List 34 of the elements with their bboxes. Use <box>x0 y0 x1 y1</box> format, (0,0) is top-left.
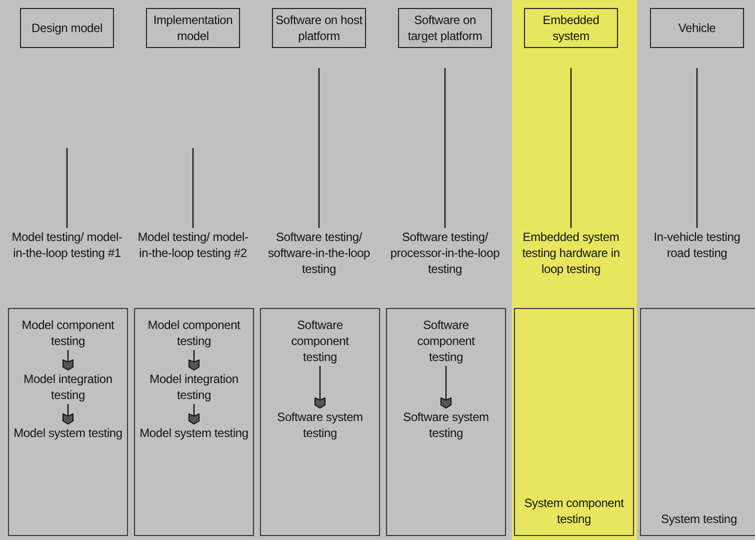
test-level-label: In-vehicle testing road testing <box>641 229 753 261</box>
header-box: Implementation model <box>146 8 240 48</box>
header-box: Embedded system <box>524 8 618 48</box>
test-step-label: Model component testing <box>10 317 126 349</box>
test-level-label: Software testing/ processor-in-the-loop testing <box>389 229 501 277</box>
header-box: Vehicle <box>650 8 744 48</box>
header-box: Software on host platform <box>272 8 366 48</box>
test-step-label: Software system testing <box>262 409 378 441</box>
test-step-label: Software system testing <box>388 409 504 441</box>
leader-line <box>192 148 194 228</box>
header-box: Design model <box>20 8 114 48</box>
stage-panel: System testing <box>640 308 755 536</box>
test-step-label: Model system testing <box>10 425 126 441</box>
test-level-label: Model testing/ model-in-the-loop testing #2 <box>137 229 249 261</box>
test-step-label: Model system testing <box>136 425 252 441</box>
leader-line <box>318 68 320 228</box>
test-step-label: Software component testing <box>275 317 365 365</box>
test-step-label: Model integration testing <box>10 371 126 403</box>
test-level-label: Software testing/ software-in-the-loop testing <box>263 229 375 277</box>
header-box: Software on target platform <box>398 8 492 48</box>
stage-panel <box>8 308 128 536</box>
test-step-label: Model component testing <box>136 317 252 349</box>
test-step-label: Software component testing <box>401 317 491 365</box>
leader-line <box>696 68 698 228</box>
stage-panel <box>134 308 254 536</box>
stage-panel <box>386 308 506 536</box>
leader-line <box>444 68 446 228</box>
test-step-label: Model integration testing <box>136 371 252 403</box>
test-level-label: Embedded system testing hardware in loop testing <box>515 229 627 277</box>
stage-panel <box>260 308 380 536</box>
stage-panel: System component testing <box>514 308 634 536</box>
leader-line <box>66 148 68 228</box>
leader-line <box>570 68 572 228</box>
test-level-label: Model testing/ model-in-the-loop testing #1 <box>11 229 123 261</box>
